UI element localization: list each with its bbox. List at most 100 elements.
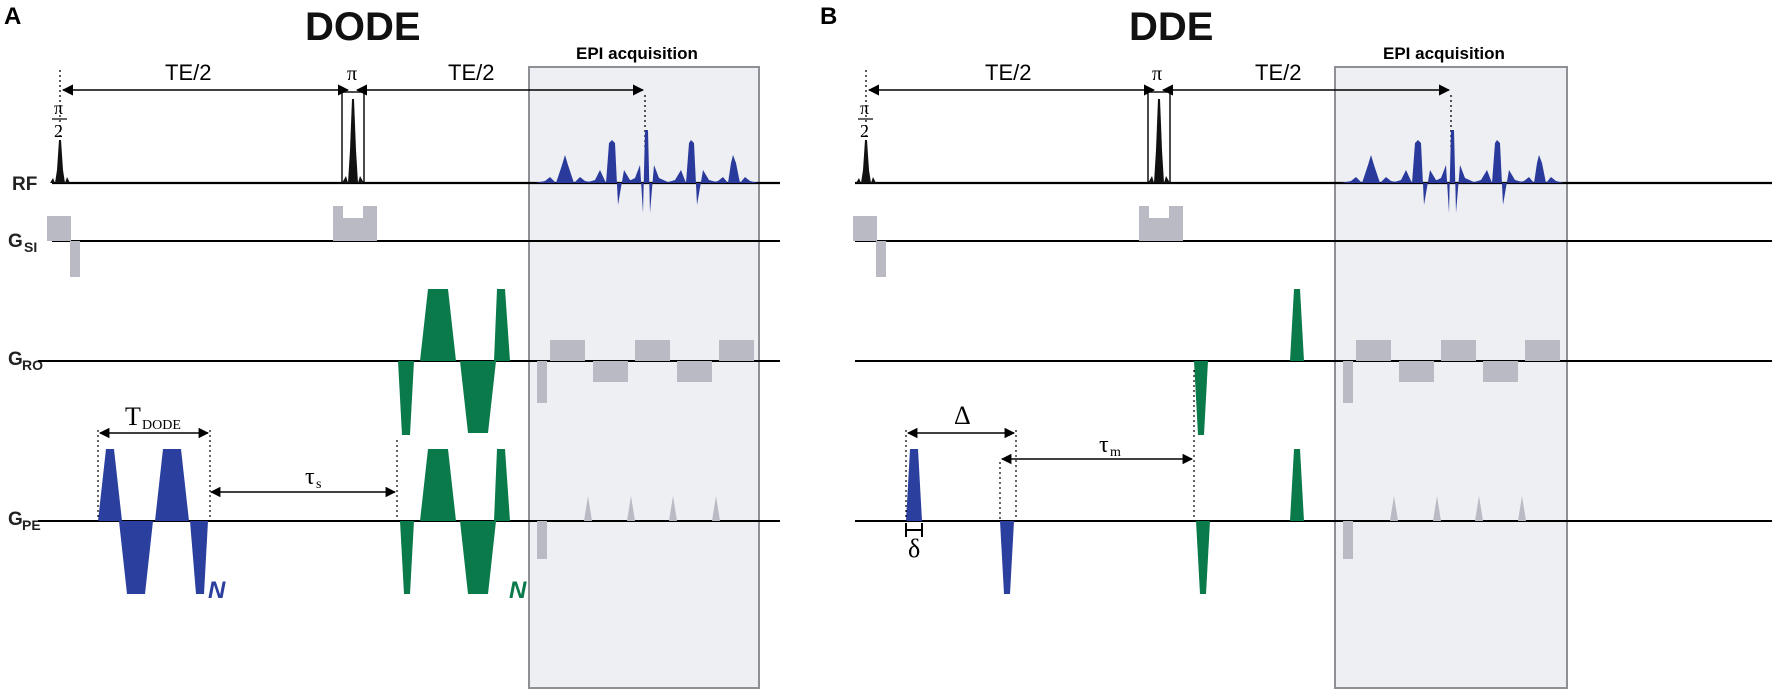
tau-s-sub: s <box>316 477 321 492</box>
diffusion-gradient <box>1194 361 1208 435</box>
diffusion-gradient <box>1290 289 1304 361</box>
panel-a-title: DODE <box>305 5 421 49</box>
echo <box>1341 155 1401 183</box>
readout-lobe <box>635 340 670 361</box>
phase-blip <box>1433 496 1441 521</box>
epi-acquisition-label: EPI acquisition <box>576 44 698 63</box>
gro-label-sub: RO <box>22 357 43 373</box>
echo <box>585 140 640 205</box>
te-half-right-label: TE/2 <box>1255 60 1301 85</box>
echo <box>710 155 758 183</box>
diffusion-gradient <box>460 361 496 433</box>
phase-encode-gradients <box>1343 496 1526 559</box>
echo <box>625 130 670 213</box>
t-dode-sub: DODE <box>142 418 181 433</box>
oscillating-gradient <box>98 449 122 521</box>
excitation-pulse-90 <box>856 140 876 183</box>
phase-prephaser <box>537 521 547 559</box>
oscillating-gradient <box>119 521 153 594</box>
phase-blip <box>584 496 592 521</box>
phase-blip <box>712 496 720 521</box>
readout-lobe <box>1356 340 1391 361</box>
pi-half-denominator: 2 <box>54 121 63 141</box>
readout-lobe <box>1525 340 1560 361</box>
gro-diffusion-gradients <box>1194 289 1304 435</box>
readout-lobe <box>719 340 754 361</box>
diffusion-gradient <box>494 449 510 521</box>
refocus-pulse-180 <box>1148 99 1170 183</box>
pi-half-denominator: 2 <box>860 121 869 141</box>
readout-lobe <box>1399 361 1434 382</box>
diffusion-gradient <box>400 521 414 594</box>
gpe-diffusion-gradients <box>1196 449 1304 594</box>
oscillating-gradient <box>190 521 208 594</box>
panel-b-letter: B <box>820 3 837 30</box>
n-repetitions-blue: N <box>208 577 226 604</box>
phase-blip <box>1518 496 1526 521</box>
diffusion-gradient <box>1196 521 1210 594</box>
refocus-slice-gradient <box>1139 206 1183 241</box>
tau-m-base: τ <box>1099 432 1109 458</box>
gro-diffusion-gradients <box>398 289 510 435</box>
refocus-slice-gradient <box>333 206 377 241</box>
readout-lobe <box>1483 361 1518 382</box>
dode-oscillating-gradients <box>98 449 208 594</box>
gpe-label-sub: PE <box>22 517 41 533</box>
pi-half-numerator: π <box>860 98 869 118</box>
phase-blip <box>1475 496 1483 521</box>
rf-row-label: RF <box>12 174 37 195</box>
t-dode-base: T <box>125 402 141 431</box>
echo <box>1471 140 1526 205</box>
panel-b: B DDE EPI acquisition TE/2 TE/2 π 2 π <box>820 3 1772 689</box>
diffusion-gradient <box>1290 449 1304 521</box>
tau-s-base: τ <box>305 464 315 490</box>
echo <box>665 140 720 205</box>
readout-gradients <box>537 340 754 403</box>
small-delta-label: δ <box>908 534 920 563</box>
readout-lobe <box>1441 340 1476 361</box>
phase-blip <box>669 496 677 521</box>
diffusion-gradient <box>420 289 456 361</box>
echo <box>1431 130 1476 213</box>
panel-a-letter: A <box>4 3 21 30</box>
panel-a: A DODE EPI acquisition TE/2 TE/2 π 2 π R… <box>4 3 780 689</box>
diffusion-gradient <box>420 449 456 521</box>
diffusion-gradient <box>906 449 922 521</box>
readout-prephaser <box>1343 361 1353 403</box>
slice-rephase-gradient <box>70 241 80 277</box>
te-half-right-label: TE/2 <box>448 60 494 85</box>
echo-train <box>1341 130 1564 213</box>
echo <box>1391 140 1446 205</box>
readout-prephaser <box>537 361 547 403</box>
readout-lobe <box>550 340 585 361</box>
te-half-left-label: TE/2 <box>165 60 211 85</box>
excitation-pulse-90 <box>50 140 70 183</box>
refocus-pulse-180 <box>342 99 364 183</box>
n-repetitions-green: N <box>509 577 527 604</box>
dde-diffusion-gradients <box>906 449 1014 594</box>
diffusion-gradient <box>460 521 496 594</box>
phase-prephaser <box>1343 521 1353 559</box>
phase-encode-gradients <box>537 496 720 559</box>
readout-lobe <box>593 361 628 382</box>
oscillating-gradient <box>155 449 189 521</box>
readout-gradients <box>1343 340 1560 403</box>
phase-blip <box>627 496 635 521</box>
gsi-label-base: G <box>8 231 23 252</box>
te-half-left-label: TE/2 <box>985 60 1031 85</box>
readout-lobe <box>677 361 712 382</box>
echo <box>1516 155 1564 183</box>
pi-label: π <box>347 63 357 85</box>
diffusion-gradient <box>494 289 510 361</box>
pi-label: π <box>1152 63 1162 85</box>
pi-half-numerator: π <box>54 98 63 118</box>
slice-rephase-gradient <box>876 241 886 277</box>
slice-select-gradient <box>47 216 71 241</box>
panel-b-title: DDE <box>1129 5 1213 49</box>
gpe-label-base: G <box>8 509 23 530</box>
gsi-label-sub: SI <box>24 239 37 255</box>
big-delta-label: Δ <box>954 401 971 430</box>
gpe-diffusion-gradients <box>400 449 510 594</box>
tau-m-sub: m <box>1110 445 1121 460</box>
